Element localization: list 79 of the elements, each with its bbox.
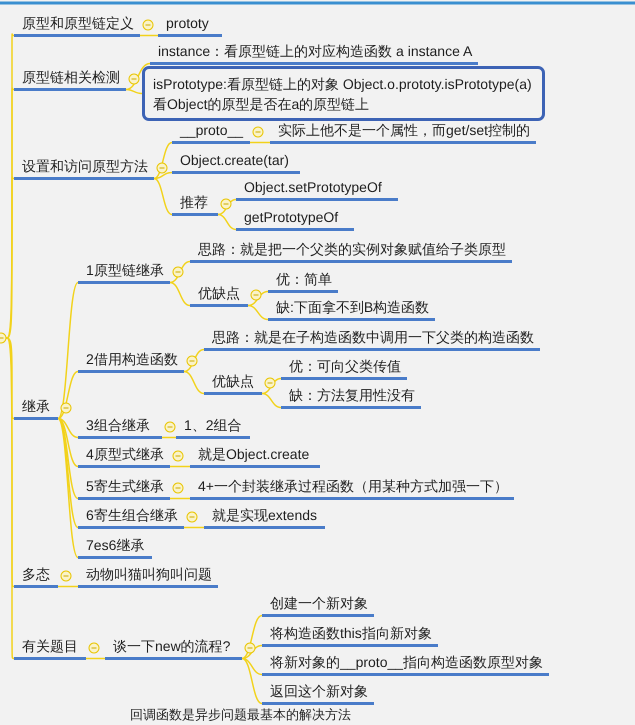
topic-label: 返回这个新对象 [262, 681, 374, 705]
branch-line [154, 142, 172, 180]
topic-label: 优缺点 [204, 371, 262, 395]
topic-label: 优：可向父类传值 [281, 356, 407, 380]
topic-label: Object.create(tar) [172, 150, 300, 174]
branch-line [242, 644, 262, 660]
branch-line [248, 290, 268, 306]
topic-label: 5寄生式继承 [78, 476, 170, 500]
topic-label: 1原型链继承 [78, 260, 170, 284]
branch-line [58, 418, 78, 438]
topic-label: 3组合继承 [78, 415, 162, 439]
topic-label: 原型链相关检测 [14, 67, 126, 91]
topic-label: 将构造函数this指向新对象 [262, 623, 438, 647]
topic-label: Object.setPrototypeOf [236, 177, 398, 201]
branch-line [154, 172, 172, 180]
topic-label: 4原型式继承 [78, 444, 170, 468]
note-box [142, 66, 545, 121]
branch-line [154, 178, 172, 216]
topic-label: 多态 [14, 564, 58, 588]
branch-line [184, 370, 204, 394]
topic-label: __proto__ [172, 120, 250, 144]
note-text: isPrototype:看原型链上的对象 Object.o.prototy.isPrototype(a) [153, 75, 532, 94]
branch-line [242, 614, 262, 660]
branch-line [58, 586, 78, 588]
branch-line [262, 378, 282, 394]
topic-label: 优缺点 [190, 283, 248, 307]
branch-line [6, 87, 14, 339]
note-text: 回调函数是异步问题最基本的解决方法 [130, 706, 351, 724]
branch-line [218, 198, 236, 216]
topic-label: 有关题目 [14, 636, 86, 660]
branch-line [248, 304, 268, 320]
note-text: 看Object的原型是否在a的原型链上 [153, 95, 370, 114]
branch-line [170, 282, 190, 306]
topic-label: prototy [158, 13, 222, 37]
branch-line [170, 498, 190, 500]
topic-label: 缺:下面拿不到B构造函数 [268, 297, 436, 321]
branch-line [57, 418, 79, 558]
topic-label: 就是实现extends [204, 505, 325, 529]
branch-line [250, 142, 270, 144]
branch-line [262, 392, 282, 408]
topic-label: 设置和访问原型方法 [14, 156, 154, 180]
topic-label: 思路：就是在子构造函数中调用一下父类的构造函数 [204, 327, 540, 351]
branch-line [140, 34, 158, 36]
topic-label: 2借用构造函数 [78, 349, 184, 373]
topic-label: 原型和原型链定义 [14, 13, 140, 37]
topic-label: 创建一个新对象 [262, 593, 374, 617]
topic-label: 7es6继承 [78, 535, 152, 559]
topic-label: 4+一个封装继承过程函数（用某种方式加强一下） [190, 476, 514, 500]
branch-line [126, 88, 142, 94]
branch-line [6, 337, 14, 420]
topic-label: 谈一下new的流程? [105, 636, 242, 660]
branch-line [242, 658, 262, 704]
topic-label: 优：简单 [268, 269, 338, 293]
topic-label: 6寄生组合继承 [78, 505, 184, 529]
branch-line [184, 348, 204, 372]
topic-label: 就是Object.create [190, 444, 320, 468]
branch-line [218, 214, 236, 230]
branch-line [58, 370, 78, 420]
branch-line [6, 176, 14, 339]
branch-line [170, 466, 190, 468]
branch-line [242, 658, 262, 676]
branch-line [126, 62, 150, 90]
topic-label: 缺：方法复用性没有 [281, 385, 421, 409]
branch-line [184, 526, 204, 528]
branch-line [57, 418, 79, 528]
topic-label: 1、2组合 [176, 415, 250, 439]
topic-label: 将新对象的__proto__指向构造函数原型对象 [262, 652, 550, 676]
branch-line [57, 282, 79, 419]
branch-line [86, 658, 105, 660]
branch-line [170, 260, 190, 284]
branch-line [58, 418, 78, 468]
topic-label: getPrototypeOf [236, 207, 354, 231]
topic-label: 推荐 [172, 192, 218, 216]
topic-label: 继承 [14, 396, 58, 420]
branch-line [6, 337, 15, 660]
topic-label: 思路：就是把一个父类的实例对象赋值给子类原型 [190, 239, 512, 263]
topic-label: 动物叫猫叫狗叫问题 [78, 564, 218, 588]
topic-label: 实际上他不是一个属性，而get/set控制的 [270, 120, 536, 144]
branch-line [162, 436, 176, 438]
